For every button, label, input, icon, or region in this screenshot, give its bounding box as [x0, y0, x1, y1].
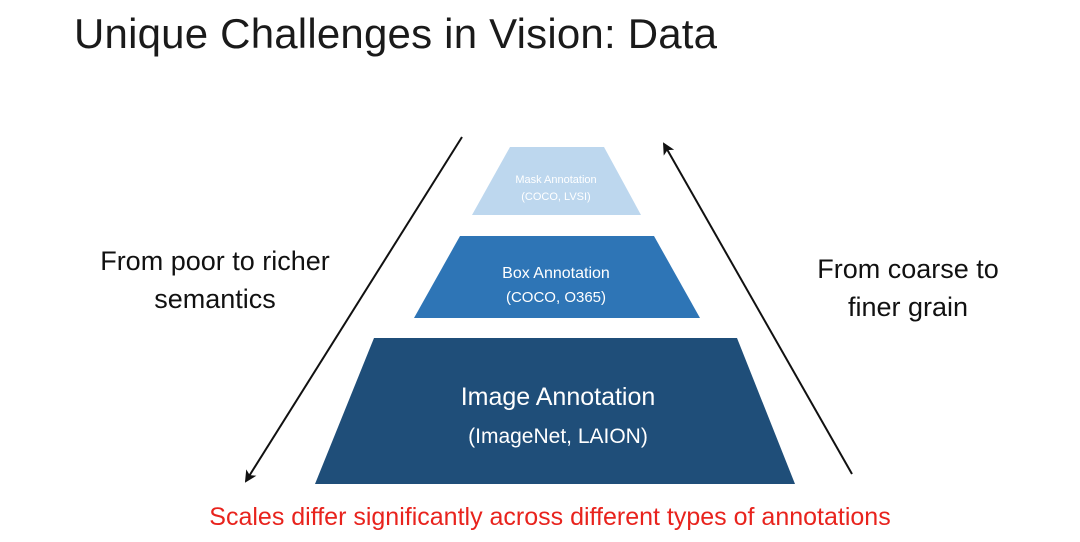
tier-mask-datasets: (COCO, LVSI) [521, 191, 590, 203]
right-arrow-label-text: From coarse to finer grain [817, 254, 999, 322]
pyramid-tier-mask: Mask Annotation (COCO, LVSI) [472, 147, 641, 215]
pyramid-tier-box: Box Annotation (COCO, O365) [414, 236, 700, 318]
slide-title: Unique Challenges in Vision: Data [74, 10, 718, 57]
left-arrow [244, 136, 463, 483]
tier-image-datasets: (ImageNet, LAION) [468, 425, 648, 448]
left-arrow-label: From poor to richer semantics [80, 242, 350, 318]
tier-mask-shape [472, 147, 641, 215]
right-arrow-label: From coarse to finer grain [795, 250, 1021, 326]
tier-image-label: Image Annotation [461, 383, 656, 411]
tier-box-label: Box Annotation [502, 265, 610, 282]
right-arrow [663, 142, 853, 475]
left-arrow-label-text: From poor to richer semantics [100, 246, 330, 314]
tier-mask-label: Mask Annotation [515, 174, 596, 186]
tier-box-datasets: (COCO, O365) [506, 289, 606, 306]
tier-box-shape [414, 236, 700, 318]
pyramid-tier-image: Image Annotation (ImageNet, LAION) [315, 338, 795, 484]
tier-image-shape [315, 338, 795, 484]
footer-note: Scales differ significantly across diffe… [209, 503, 891, 531]
